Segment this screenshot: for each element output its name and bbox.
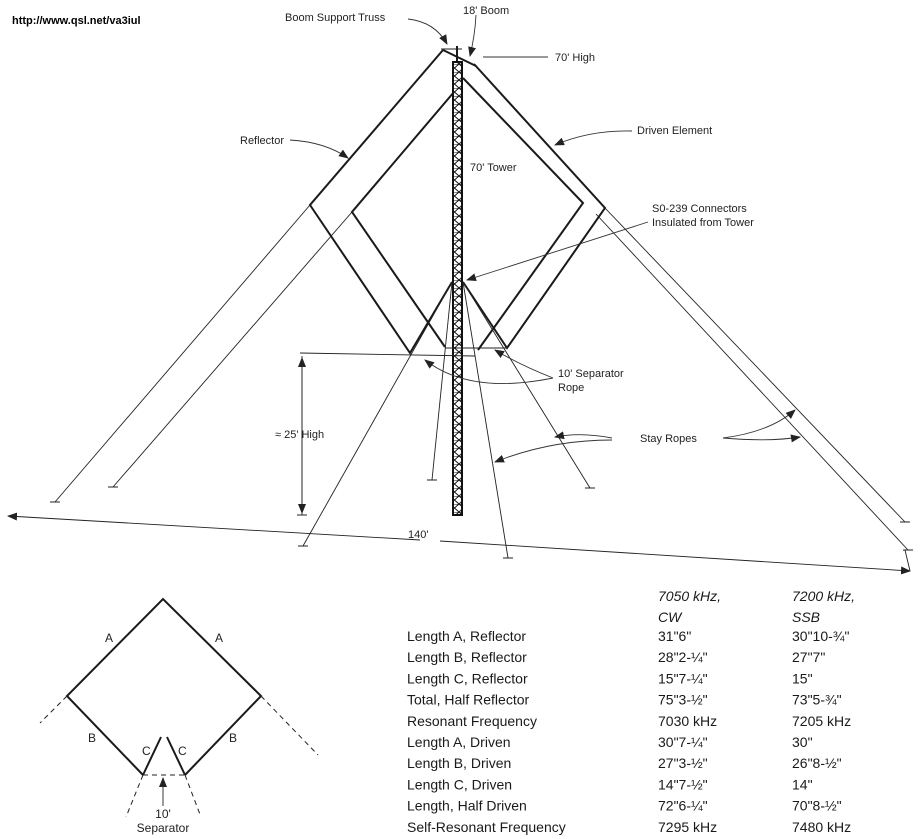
header-ssb-1: 7200 kHz, xyxy=(792,588,855,604)
label-boom: 18' Boom xyxy=(463,5,509,17)
table-cell-label: Resonant Frequency xyxy=(407,713,537,729)
header-cw-2: CW xyxy=(658,609,683,625)
table-cell-ssb: 30"10-¾" xyxy=(792,628,849,644)
detail-separator-length: 10' xyxy=(155,807,171,821)
detail-diagram: A A B B C C 10' Separator xyxy=(39,597,319,835)
label-70-high: 70' High xyxy=(555,52,595,64)
table-cell-ssb: 27"7" xyxy=(792,649,825,665)
table-cell-ssb: 7480 kHz xyxy=(792,819,851,835)
table-cell-cw: 28"2-¼" xyxy=(658,649,708,665)
table-cell-label: Length B, Reflector xyxy=(407,649,527,665)
detail-label-a-left: A xyxy=(105,631,113,645)
table-cell-label: Length C, Reflector xyxy=(407,670,528,686)
detail-label-b-right: B xyxy=(229,731,237,745)
table-cell-cw: 15"7-¼" xyxy=(658,670,708,686)
label-separator-rope-2: Rope xyxy=(558,382,584,394)
table-cell-cw: 30"7-¼" xyxy=(658,734,708,750)
source-url: http://www.qsl.net/va3iul xyxy=(12,15,141,27)
table-cell-cw: 27"3-½" xyxy=(658,755,708,771)
table-cell-ssb: 14" xyxy=(792,776,813,792)
table-cell-label: Length, Half Driven xyxy=(407,798,527,814)
table-cell-label: Length A, Reflector xyxy=(407,628,526,644)
label-reflector: Reflector xyxy=(240,135,284,147)
table-cell-ssb: 15" xyxy=(792,670,813,686)
detail-separator-label: Separator xyxy=(137,821,190,835)
label-stay-ropes: Stay Ropes xyxy=(640,433,697,445)
detail-label-c-left: C xyxy=(142,744,151,758)
table-cell-ssb: 30" xyxy=(792,734,813,750)
span-140-dimension xyxy=(439,540,911,575)
reflector-element xyxy=(308,49,477,355)
header-cw-1: 7050 kHz, xyxy=(658,588,721,604)
table-cell-label: Total, Half Reflector xyxy=(407,692,529,708)
table-cell-label: Length A, Driven xyxy=(407,734,511,750)
label-tower: 70' Tower xyxy=(470,162,517,174)
label-driven-element: Driven Element xyxy=(637,125,712,137)
table-cell-label: Self-Resonant Frequency xyxy=(407,819,566,835)
tower xyxy=(441,46,463,516)
detail-label-c-right: C xyxy=(178,744,187,758)
driven-element xyxy=(462,63,607,351)
dimensions-table: 7050 kHz, CW 7200 kHz, SSB Length A, Ref… xyxy=(407,588,855,835)
table-cell-cw: 31"6" xyxy=(658,628,691,644)
header-ssb-2: SSB xyxy=(792,609,820,625)
table-cell-cw: 72"6-¼" xyxy=(658,798,708,814)
detail-label-b-left: B xyxy=(88,731,96,745)
detail-label-a-right: A xyxy=(215,631,223,645)
label-connectors: S0-239 Connectors xyxy=(652,203,747,215)
label-25-high: ≈ 25' High xyxy=(275,429,324,441)
table-cell-cw: 75"3-½" xyxy=(658,692,708,708)
stay-ropes xyxy=(50,204,913,559)
label-separator-rope: 10' Separator xyxy=(558,368,624,380)
table-cell-cw: 7030 kHz xyxy=(658,713,717,729)
table-cell-label: Length B, Driven xyxy=(407,755,511,771)
table-cell-label: Length C, Driven xyxy=(407,776,512,792)
label-boom-support-truss: Boom Support Truss xyxy=(285,12,386,24)
label-140: 140' xyxy=(408,529,428,541)
table-cell-ssb: 73"5-¾" xyxy=(792,692,842,708)
table-cell-ssb: 26"8-½" xyxy=(792,755,842,771)
label-connectors-2: Insulated from Tower xyxy=(652,217,754,229)
table-cell-ssb: 7205 kHz xyxy=(792,713,851,729)
table-cell-cw: 14"7-½" xyxy=(658,776,708,792)
table-cell-cw: 7295 kHz xyxy=(658,819,717,835)
table-cell-ssb: 70"8-½" xyxy=(792,798,842,814)
